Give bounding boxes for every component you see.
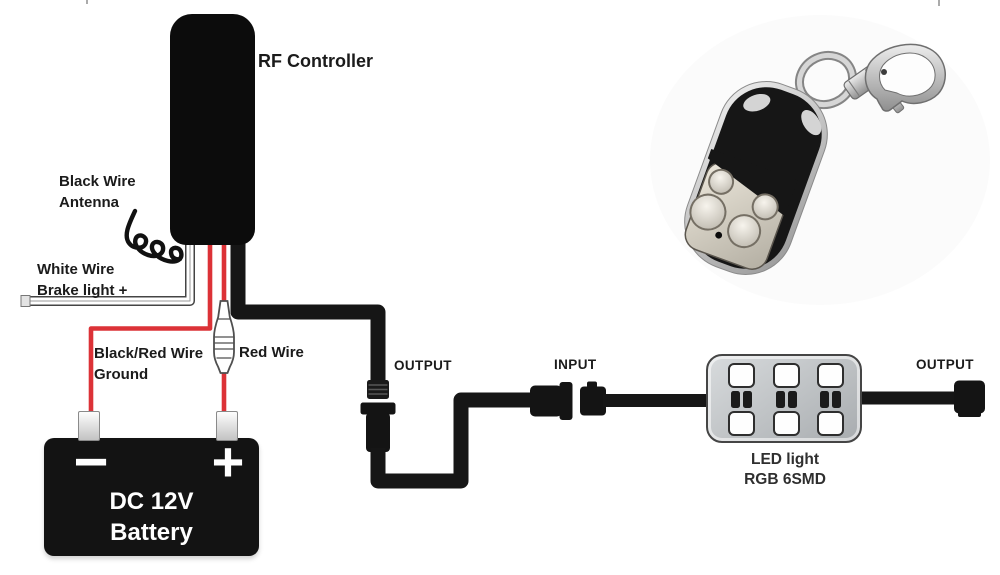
- white-wire-label: White Wire Brake light +: [37, 259, 127, 301]
- input-connector: [530, 381, 606, 420]
- ground-label: Black/Red Wire Ground: [94, 343, 203, 385]
- battery-minus-symbol: −: [73, 428, 109, 495]
- rf-controller-label: RF Controller: [258, 51, 373, 71]
- battery-terminal-positive: [216, 411, 238, 441]
- antenna-label-line1: Black Wire: [59, 173, 136, 190]
- white-wire-label-line2: Brake light +: [37, 282, 128, 299]
- chrome-ear-right: [801, 109, 822, 136]
- input-label: INPUT: [554, 357, 597, 372]
- battery-box: − + DC 12V Battery: [44, 432, 259, 556]
- battery-label: DC 12V Battery: [44, 486, 259, 548]
- output-label-led: OUTPUT: [916, 357, 974, 372]
- battery-terminal-negative: [78, 411, 100, 441]
- output-label-controller: OUTPUT: [394, 358, 452, 373]
- led-chip: [820, 391, 829, 408]
- remote-body: [684, 81, 828, 275]
- wire-controller-to-output: [230, 230, 386, 383]
- led-chip: [743, 391, 752, 408]
- white-wire-label-line1: White Wire: [37, 261, 115, 278]
- led-label-line2: RGB 6SMD: [744, 471, 826, 488]
- led-cell: [728, 411, 755, 436]
- wire-output-to-input: [370, 392, 538, 489]
- rf-controller-box: [170, 14, 255, 245]
- led-chip: [775, 391, 785, 408]
- remote-led-dot: [715, 231, 723, 239]
- battery-plus-symbol: +: [211, 430, 245, 493]
- led-chip: [787, 391, 797, 408]
- led-chip: [832, 391, 841, 408]
- ground-label-line1: Black/Red Wire: [94, 345, 204, 362]
- led-label: LED light RGB 6SMD: [714, 450, 856, 490]
- output-connector-female: [360, 402, 396, 452]
- battery-label-line1: DC 12V: [109, 488, 194, 515]
- antenna-label-line2: Antenna: [59, 194, 119, 211]
- white-wire: [20, 230, 195, 307]
- led-cell: [817, 411, 844, 436]
- remote-button-large-bottom: [727, 214, 762, 249]
- edge-artifact: [86, 0, 88, 4]
- antenna-label: Black Wire Antenna: [59, 171, 136, 213]
- led-cell: [772, 363, 800, 388]
- remote-button-right: [751, 193, 779, 221]
- output-connector-male: [367, 380, 389, 399]
- led-label-line1: LED light: [750, 451, 820, 468]
- chrome-ear-left: [743, 93, 771, 112]
- ground-wire: [88, 230, 213, 419]
- battery-label-line2: Battery: [110, 519, 193, 546]
- fuse-holder: [213, 300, 235, 374]
- antenna-coil: [124, 208, 184, 264]
- led-cell: [772, 411, 800, 436]
- led-cell: [817, 363, 844, 388]
- edge-artifact: [938, 0, 940, 6]
- lobster-clasp: [864, 43, 946, 114]
- remote-button-large-left: [689, 193, 727, 231]
- output-end-connector: [954, 380, 985, 417]
- remote-fob: [650, 15, 990, 305]
- remote-button-small: [708, 168, 735, 195]
- clasp-pivot: [881, 69, 887, 75]
- led-module: [706, 354, 862, 443]
- led-chip: [731, 391, 740, 408]
- led-cell: [728, 363, 755, 388]
- red-wire-label: Red Wire: [239, 344, 304, 361]
- ground-label-line2: Ground: [94, 366, 149, 383]
